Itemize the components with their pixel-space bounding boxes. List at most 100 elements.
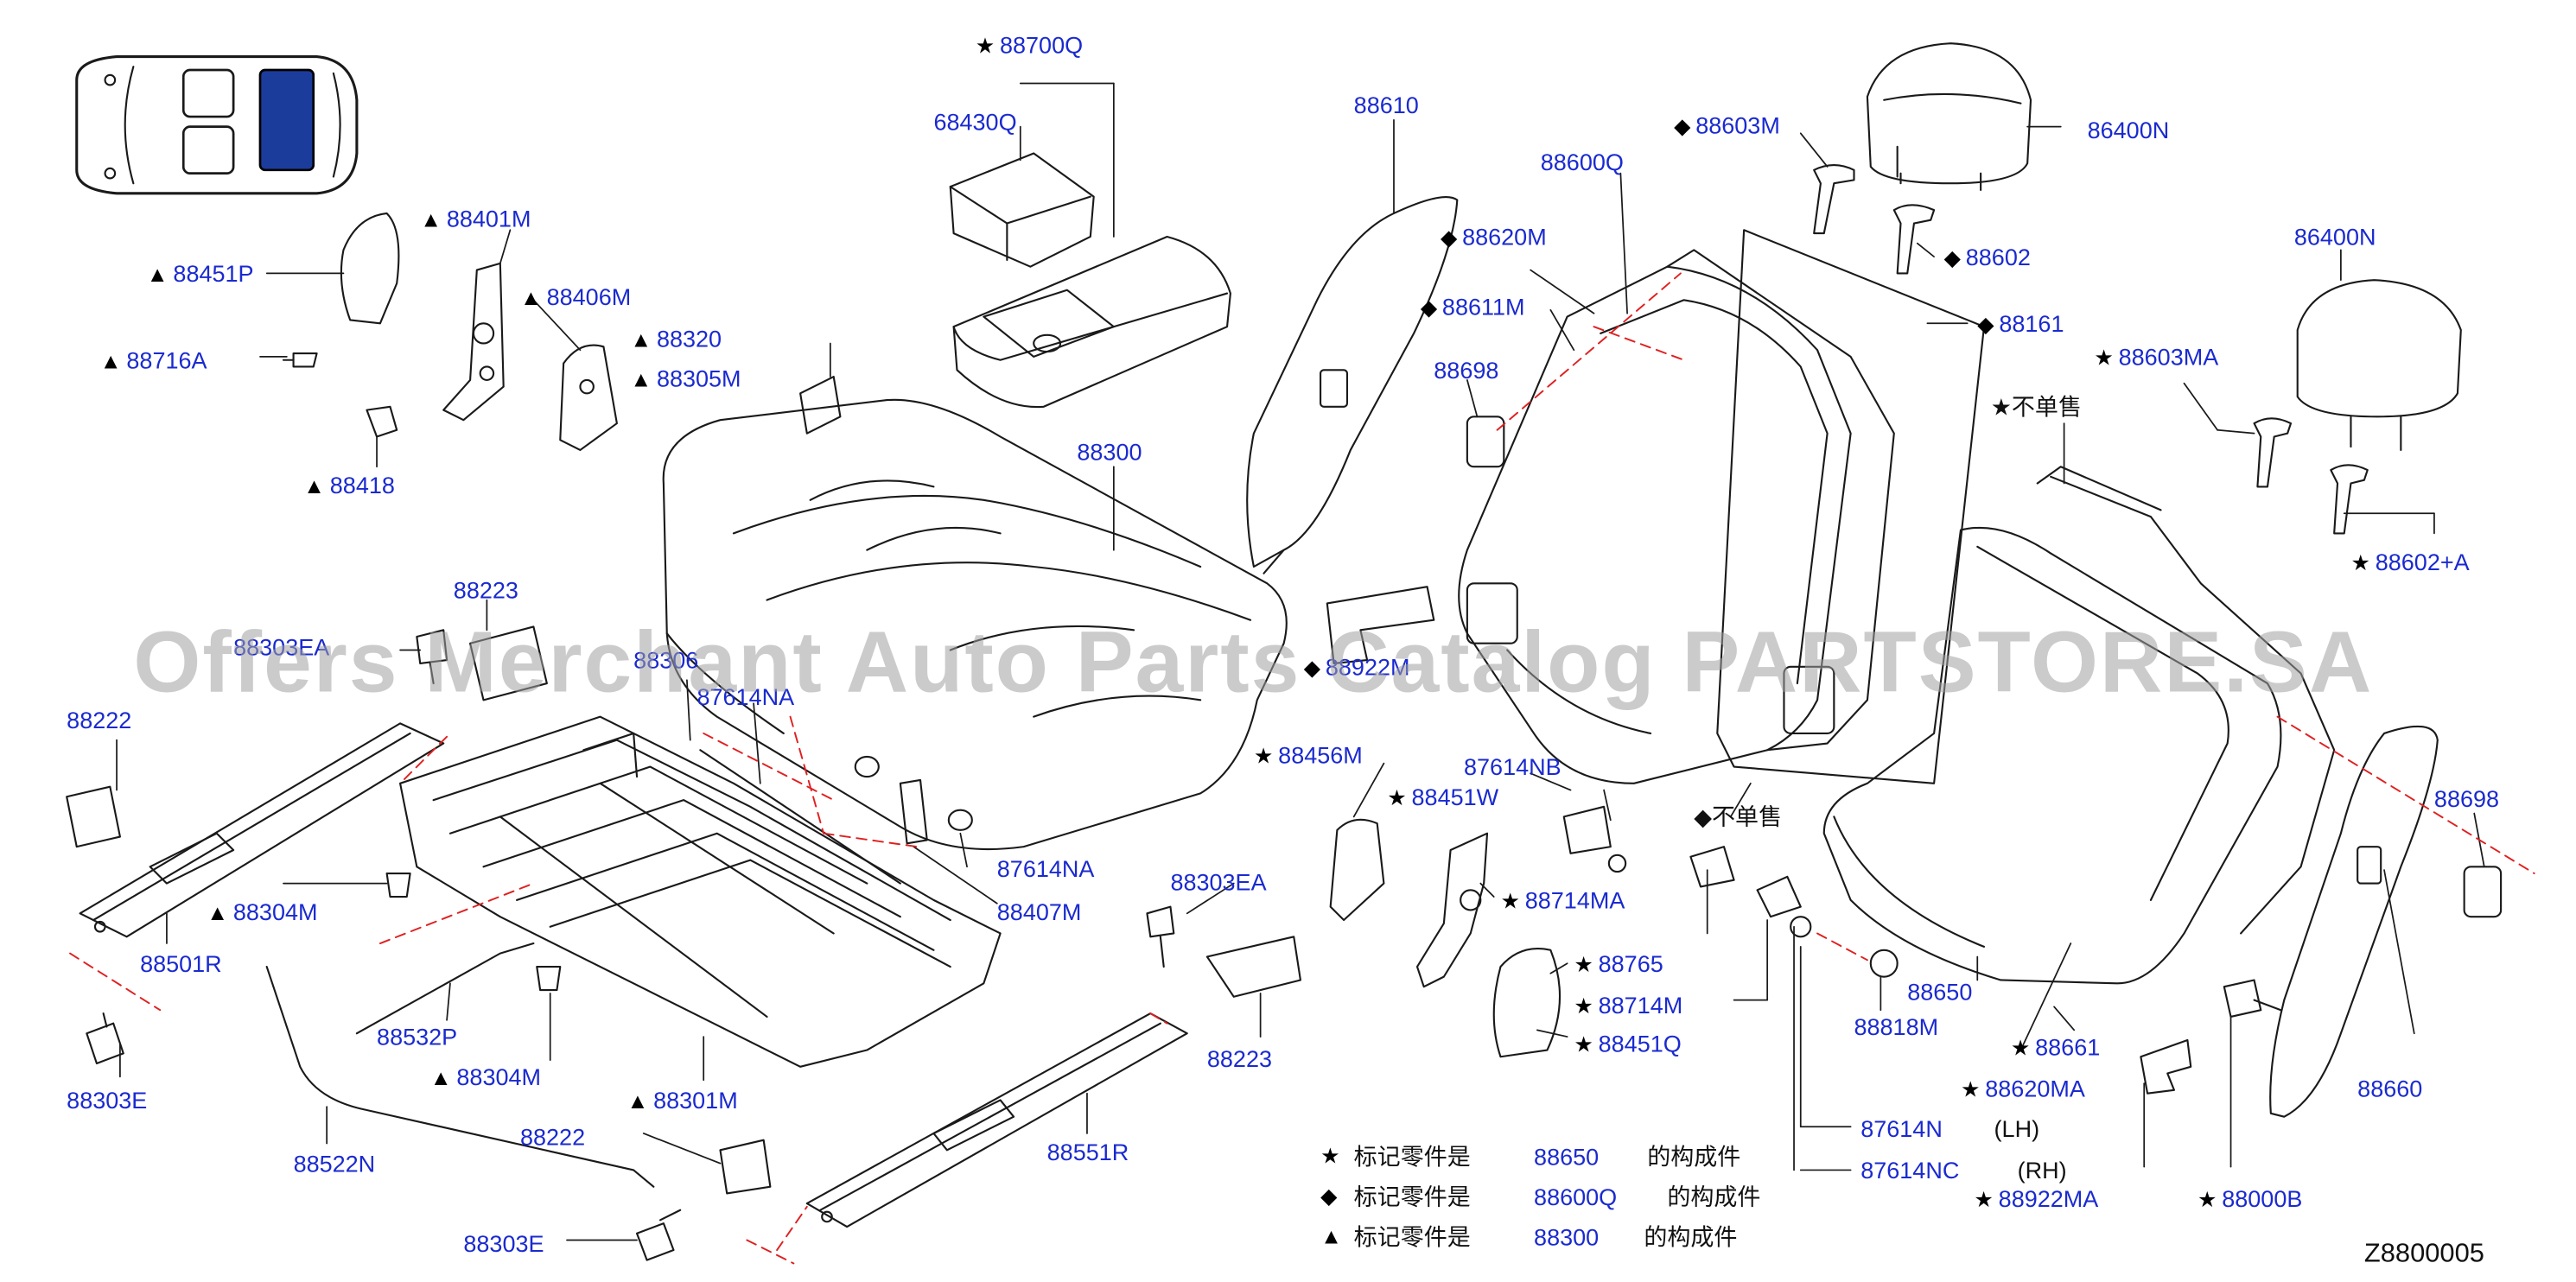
part-mark: ★ (2197, 1186, 2217, 1212)
part-number: 88765 (1598, 949, 1663, 977)
seat-rail-right-icon (805, 1012, 1188, 1228)
part-number: 87614N (1860, 1114, 1943, 1142)
part-mark: ▲ (303, 473, 325, 498)
part-number: 88303E (463, 1229, 544, 1257)
part-mark: ◆ (1303, 655, 1321, 681)
part-label-88698[interactable]: 88698 (1434, 357, 1498, 384)
part-label-88714ma[interactable]: ★88714MA (1500, 886, 1625, 915)
part-label-88602[interactable]: ◆88602 (1944, 244, 2031, 272)
part-mark: ★ (1500, 888, 1520, 914)
legend-mark: ▲ (1320, 1223, 1342, 1249)
part-label-88714m[interactable]: ★88714M (1574, 992, 1682, 1020)
part-label-88418[interactable]: ▲88418 (303, 472, 395, 500)
part-label-88650[interactable]: 88650 (1907, 979, 1972, 1006)
part-label-88501r[interactable]: 88501R (140, 950, 222, 977)
part-label-88223[interactable]: 88223 (1207, 1045, 1272, 1072)
part-label-87614na[interactable]: 87614NA (997, 855, 1095, 882)
part-label-87614na[interactable]: 87614NA (696, 683, 794, 710)
part-number: 88406M (546, 282, 632, 310)
part-label-88306[interactable]: 88306 (633, 647, 698, 674)
part-label-88407m[interactable]: 88407M (997, 898, 1082, 925)
part-number: 88922MA (1998, 1184, 2099, 1212)
part-mark: ★ (2350, 549, 2370, 575)
part-number: 88304M (456, 1063, 542, 1090)
part-number: 88303EA (1170, 868, 1267, 896)
part-label-88305m[interactable]: ▲88305M (630, 365, 741, 394)
part-label-88603m[interactable]: ◆88603M (1674, 111, 1780, 140)
part-label-88620m[interactable]: ◆88620M (1441, 224, 1547, 252)
part-mark: ★ (2010, 1035, 2031, 1061)
part-label-88223[interactable]: 88223 (454, 577, 518, 604)
part-label-88301m[interactable]: ▲88301M (627, 1087, 737, 1115)
part-label-87614nc[interactable]: 87614NC (1860, 1157, 1959, 1184)
part-label-88406m[interactable]: ▲88406M (520, 283, 631, 312)
part-label-88000b[interactable]: ★88000B (2198, 1185, 2302, 1214)
part-label-88611m[interactable]: ◆88611M (1421, 294, 1525, 322)
part-label-88303e[interactable]: 88303E (67, 1087, 147, 1114)
part-label-88765[interactable]: ★88765 (1574, 950, 1663, 979)
part-label-86400n[interactable]: 86400N (2088, 117, 2170, 143)
part-mark: ◆ (1674, 113, 1691, 139)
part-label-88303ea[interactable]: 88303EA (1170, 868, 1266, 895)
part-label-88304m[interactable]: ▲88304M (430, 1063, 541, 1092)
part-label-88532p[interactable]: 88532P (377, 1024, 457, 1050)
part-label-88661[interactable]: ★88661 (2011, 1033, 2100, 1062)
part-label-86400n[interactable]: 86400N (2294, 224, 2376, 251)
part-label-88303e[interactable]: 88303E (463, 1230, 544, 1257)
part-label-88922m[interactable]: ◆88922M (1304, 653, 1410, 682)
part-label-88700q[interactable]: ★88700Q (976, 32, 1083, 60)
part-label-88922ma[interactable]: ★88922MA (1974, 1185, 2098, 1214)
part-label-87614n[interactable]: 87614N (1860, 1115, 1943, 1142)
part-number: 88698 (2433, 784, 2500, 812)
part-number: 88716A (126, 346, 207, 374)
seat-cushion-icon (662, 375, 1288, 851)
part-label-88620ma[interactable]: ★88620MA (1961, 1075, 2085, 1103)
part-number: 87614NB (1464, 753, 1562, 780)
part-number: 88600Q (1540, 148, 1624, 175)
part-label-88451w[interactable]: ★88451W (1387, 784, 1498, 812)
part-mark: ★ (975, 33, 995, 59)
cable-icon (265, 942, 655, 1188)
part-label-87614nb[interactable]: 87614NB (1464, 753, 1562, 780)
part-number: 88714MA (1524, 886, 1625, 914)
part-number: 87614NC (1860, 1157, 1960, 1184)
part-label-88161[interactable]: ◆88161 (1977, 310, 2064, 339)
seatback-right-icon (1822, 466, 2336, 985)
bolt-icon (282, 352, 318, 368)
part-label-88610[interactable]: 88610 (1354, 92, 1419, 118)
part-label-88522n[interactable]: 88522N (294, 1150, 376, 1177)
part-label-88660[interactable]: 88660 (2357, 1075, 2422, 1101)
legend-mark: ★ (1320, 1143, 1340, 1169)
watermark: Offers Merchant Auto Parts Catalog PARTS… (133, 614, 2374, 712)
part-label-88300[interactable]: 88300 (1077, 438, 1142, 465)
part-label-88303ea[interactable]: 88303EA (233, 633, 329, 660)
part-label-88451q[interactable]: ★88451Q (1574, 1030, 1681, 1058)
part-number: 88320 (656, 325, 722, 352)
part-label-88451p[interactable]: ▲88451P (147, 260, 254, 289)
part-label-88222[interactable]: 88222 (520, 1123, 585, 1150)
part-label-88456m[interactable]: ★88456M (1254, 742, 1363, 771)
part-label-88551r[interactable]: 88551R (1047, 1139, 1129, 1165)
seatback-side-trim-right-icon (2269, 725, 2439, 1118)
part-label-88603ma[interactable]: ★88603MA (2094, 343, 2218, 371)
part-mark: ★ (1974, 1186, 1994, 1212)
part-label-88600q[interactable]: 88600Q (1541, 149, 1624, 175)
part-label-88602-a[interactable]: ★88602+A (2350, 549, 2469, 577)
part-label-88818m[interactable]: 88818M (1854, 1013, 1938, 1040)
latch-icon (1466, 416, 2503, 918)
part-label-88401m[interactable]: ▲88401M (420, 205, 531, 233)
lh-note: (LH) (1994, 1114, 2040, 1142)
legend-mark: ◆ (1320, 1183, 1338, 1209)
part-label-88222[interactable]: 88222 (67, 707, 131, 733)
part-number: 88714M (1598, 991, 1683, 1019)
part-label-88320[interactable]: ▲88320 (630, 325, 722, 353)
part-label-88304m[interactable]: ▲88304M (207, 898, 317, 927)
trim-cover-icon (340, 212, 400, 325)
part-mark: ▲ (627, 1088, 649, 1114)
part-number: 88418 (329, 472, 395, 498)
part-label-68430q[interactable]: 68430Q (933, 108, 1016, 135)
part-label-88698[interactable]: 88698 (2434, 785, 2499, 812)
part-label-88716a[interactable]: ▲88716A (100, 346, 207, 375)
seat-rail-left-icon (79, 722, 445, 938)
part-number: 88223 (1206, 1044, 1273, 1072)
